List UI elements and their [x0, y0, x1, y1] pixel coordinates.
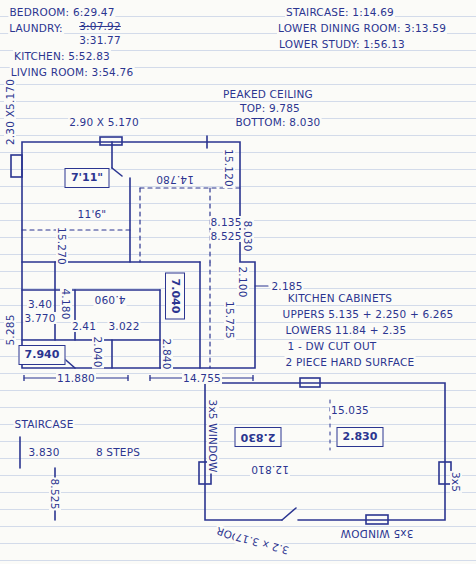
plan-label: STAIRCASE: [14, 418, 75, 430]
plan-label: 3:07.92: [78, 20, 122, 32]
plan-label: 2 PIECE HARD SURFACE: [285, 356, 416, 368]
plan-label: 8.030: [242, 219, 254, 252]
plan-label: 15.270: [56, 226, 68, 266]
plan-label: 2.30 X5.170: [4, 78, 16, 146]
plan-label: 3.2 x 3.17: [233, 531, 291, 557]
plan-label: 4.180: [60, 287, 72, 320]
plan-label: KITCHEN CABINETS: [287, 292, 393, 304]
box-text: 2.830: [241, 431, 276, 444]
plan-label: 3x5 WINDOW: [340, 528, 415, 540]
plan-label: 8.135: [209, 216, 242, 228]
plan-label: LOWER STUDY: 1:56.13: [278, 38, 406, 50]
upper-plan: [11, 136, 268, 378]
plan-label: 8.525: [49, 477, 61, 510]
plan-label: 15.120: [223, 148, 235, 188]
plan-label: 2.100: [237, 265, 249, 298]
plan-label: UPPERS 5.135 + 2.250 + 6.265: [281, 308, 454, 320]
plan-label: LAUNDRY:: [8, 22, 64, 34]
lower-plan: [199, 378, 451, 524]
plan-label: BOTTOM: 8.030: [235, 116, 322, 128]
plan-label: 8 STEPS: [95, 446, 141, 458]
dimension-box: 2.830: [235, 427, 282, 447]
plan-label: LOWER DINING ROOM: 3:13.59: [277, 22, 447, 34]
plan-label: TOP: 9.785: [239, 102, 301, 114]
plan-label: 2.185: [270, 280, 303, 292]
dimension-box: 7.940: [19, 345, 66, 365]
plan-label: 15.035: [330, 404, 370, 416]
plan-label: PEAKED CEILING: [222, 88, 314, 100]
plan-label: 2.41: [71, 320, 97, 332]
plan-label: 15.725: [224, 300, 236, 340]
plan-label: 3:31.77: [78, 34, 122, 46]
box-text: 7'11": [71, 172, 103, 185]
plan-label: 11'6": [77, 208, 108, 220]
plan-label: 3x5 WINDOW: [207, 399, 219, 474]
dimension-box: 2.830: [337, 427, 384, 447]
plan-label: 3.022: [107, 320, 140, 332]
box-text: 2.830: [343, 431, 378, 444]
plan-label: 1 - DW CUT OUT: [287, 340, 378, 352]
dimension-box: 7'11": [65, 168, 110, 188]
plan-label: 3x5: [450, 471, 462, 493]
plan-label: STAIRCASE: 1:14.69: [285, 6, 395, 18]
plan-label: 2.840: [161, 337, 173, 370]
plan-label: 3.40: [27, 298, 53, 310]
dimension-box: 7.040: [165, 273, 185, 320]
plan-label: 3.830: [27, 446, 60, 458]
plan-label: LIVING ROOM: 3:54.76: [10, 66, 135, 78]
plan-label: 12.810: [250, 464, 290, 476]
plan-label: 3.770: [23, 312, 56, 324]
plan-label: 14.755: [182, 372, 222, 384]
plan-label: 2.040: [92, 335, 104, 368]
box-text: 7.040: [169, 279, 182, 314]
plan-label: 11.880: [56, 372, 96, 384]
plan-label: 4.090: [93, 294, 126, 306]
plan-label: 5.285: [4, 313, 16, 346]
plan-label: LOWERS 11.84 + 2.35: [285, 324, 408, 336]
plan-label: BEDROOM: 6:29.47: [8, 6, 115, 18]
plan-label: KITCHEN: 5:52.83: [13, 50, 111, 62]
plan-label: 2.90 X 5.170: [68, 116, 140, 128]
plan-label: 14.780: [155, 174, 195, 186]
plan-label: 8.525: [209, 230, 242, 242]
box-text: 7.940: [25, 349, 60, 362]
